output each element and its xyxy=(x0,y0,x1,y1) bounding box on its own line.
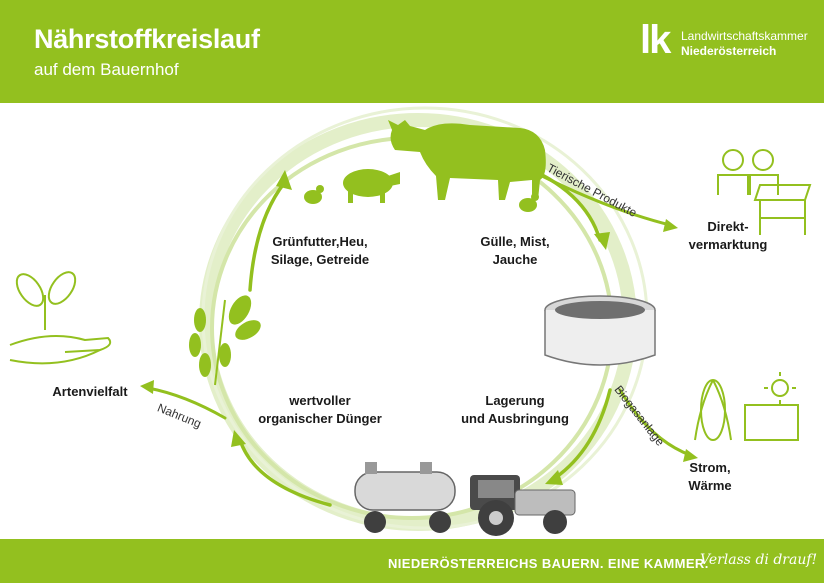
label-manure-text: Gülle, Mist, Jauche xyxy=(480,234,550,267)
label-manure: Gülle, Mist, Jauche xyxy=(460,233,570,269)
cow-icon xyxy=(388,120,546,200)
tractor-tanker-icon xyxy=(354,462,576,536)
footer-slogan: NIEDERÖSTERREICHS BAUERN. EINE KAMMER. xyxy=(388,556,709,571)
lk-logo-icon: lk xyxy=(640,18,671,62)
chicken-icon xyxy=(304,185,539,212)
label-storage: Lagerung und Ausbringung xyxy=(445,392,585,428)
label-feed-text: Grünfutter,Heu, Silage, Getreide xyxy=(270,234,370,267)
pig-icon xyxy=(343,169,400,203)
arrow-animal-products xyxy=(538,173,672,227)
market-stand-icon xyxy=(717,149,812,235)
page-subtitle: auf dem Bauernhof xyxy=(34,60,179,79)
label-biodiversity: Artenvielfalt xyxy=(52,384,128,399)
label-fertilizer-text: wertvoller organischer Dünger xyxy=(258,393,382,426)
arrow-food xyxy=(146,386,227,420)
footer-tagline: Verlass di drauf! xyxy=(700,552,818,568)
cycle-arrowheads xyxy=(231,170,610,485)
logo-line-1: Landwirtschaftskammer xyxy=(681,29,808,43)
arrow-biogas xyxy=(618,388,692,457)
label-direct-marketing-text: Direkt- vermarktung xyxy=(688,219,768,252)
label-energy-text: Strom, Wärme xyxy=(688,460,732,493)
label-fertilizer: wertvoller organischer Dünger xyxy=(245,392,395,428)
wheat-icon xyxy=(189,295,261,386)
label-storage-text: Lagerung und Ausbringung xyxy=(461,393,569,426)
footer-bar xyxy=(0,539,824,583)
label-direct-marketing: Direkt- vermarktung xyxy=(678,218,778,254)
label-energy: Strom, Wärme xyxy=(680,459,740,495)
label-feed: Grünfutter,Heu, Silage, Getreide xyxy=(255,233,385,269)
header-bar xyxy=(0,0,824,103)
page-title: Nährstoffkreislauf xyxy=(34,24,260,54)
logo-line-2: Niederösterreich xyxy=(681,44,777,58)
cycle-arrows xyxy=(238,163,612,507)
corn-solar-icon xyxy=(694,372,799,441)
slurry-tank-icon xyxy=(544,295,656,366)
hand-plant-icon xyxy=(9,271,112,365)
